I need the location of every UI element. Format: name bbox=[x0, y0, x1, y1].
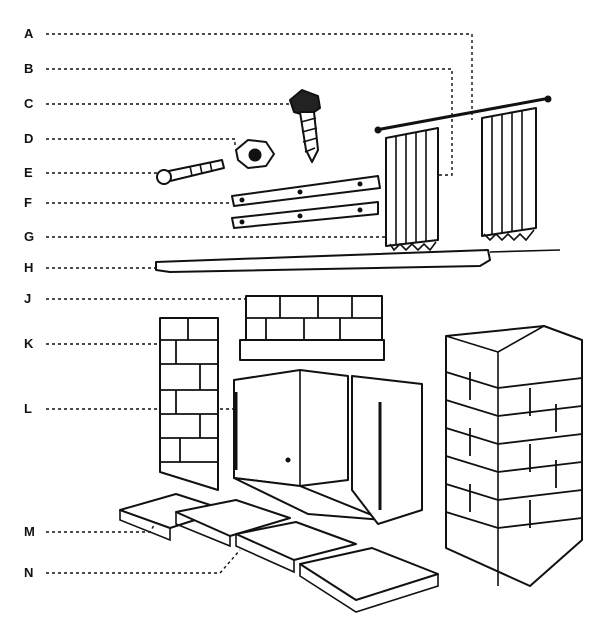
part-e-bolt bbox=[156, 159, 225, 185]
part-right-pier bbox=[445, 325, 583, 587]
callout-n: N bbox=[24, 565, 34, 580]
part-b-screen-left bbox=[385, 127, 439, 252]
callout-h: H bbox=[24, 260, 34, 275]
part-l-firebox bbox=[233, 369, 423, 525]
leader-a bbox=[46, 33, 473, 120]
part-f-bar bbox=[231, 175, 381, 207]
leader-n bbox=[46, 549, 241, 574]
callout-a: A bbox=[24, 26, 34, 41]
callout-g: G bbox=[24, 229, 35, 244]
part-a-rod bbox=[374, 95, 552, 134]
callout-m: M bbox=[24, 524, 35, 539]
part-h-lintel bbox=[155, 249, 561, 273]
callout-d: D bbox=[24, 131, 34, 146]
leader-b bbox=[46, 68, 453, 176]
leader-d bbox=[46, 138, 236, 145]
part-b-screen-right bbox=[481, 107, 537, 242]
part-c-screw bbox=[289, 89, 321, 163]
callout-c: C bbox=[24, 96, 34, 111]
part-d-nut bbox=[235, 139, 275, 169]
callout-f: F bbox=[24, 195, 32, 210]
callout-l: L bbox=[24, 401, 32, 416]
callout-e: E bbox=[24, 165, 33, 180]
callout-j: J bbox=[24, 291, 32, 306]
part-g-bar bbox=[231, 201, 379, 229]
leader-lines bbox=[46, 33, 473, 574]
part-k-left-pier bbox=[159, 317, 219, 491]
callout-k: K bbox=[24, 336, 34, 351]
callout-b: B bbox=[24, 61, 34, 76]
part-m-n-hearth bbox=[119, 493, 439, 613]
part-j-brick-lintel bbox=[239, 295, 385, 361]
